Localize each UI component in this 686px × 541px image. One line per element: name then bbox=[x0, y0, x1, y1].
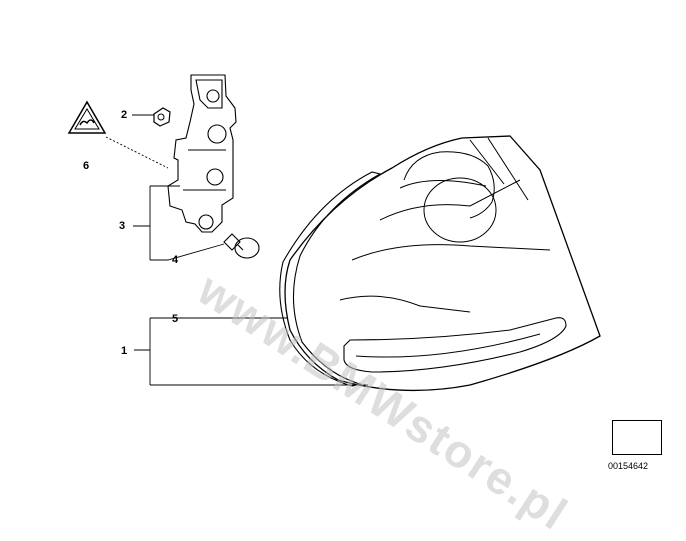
callout-6: 6 bbox=[83, 160, 90, 172]
bulb-part bbox=[223, 233, 260, 259]
nut-part bbox=[153, 107, 171, 127]
diagram-number: 00154642 bbox=[608, 461, 649, 471]
warning-triangle-icon bbox=[67, 100, 107, 134]
leader-1-5 bbox=[134, 317, 368, 386]
callout-1: 1 bbox=[121, 345, 128, 357]
leader-3-4 bbox=[133, 185, 225, 261]
tail-light-assembly bbox=[279, 135, 601, 392]
navigation-box[interactable] bbox=[612, 420, 662, 455]
leader-6 bbox=[105, 136, 169, 169]
leader-lines bbox=[105, 114, 368, 386]
parts-diagram bbox=[67, 74, 657, 453]
callout-3: 3 bbox=[119, 220, 126, 232]
callout-4: 4 bbox=[172, 254, 179, 266]
callout-5: 5 bbox=[172, 313, 179, 325]
bulb-holder-part bbox=[167, 74, 237, 233]
callout-2: 2 bbox=[121, 109, 128, 121]
